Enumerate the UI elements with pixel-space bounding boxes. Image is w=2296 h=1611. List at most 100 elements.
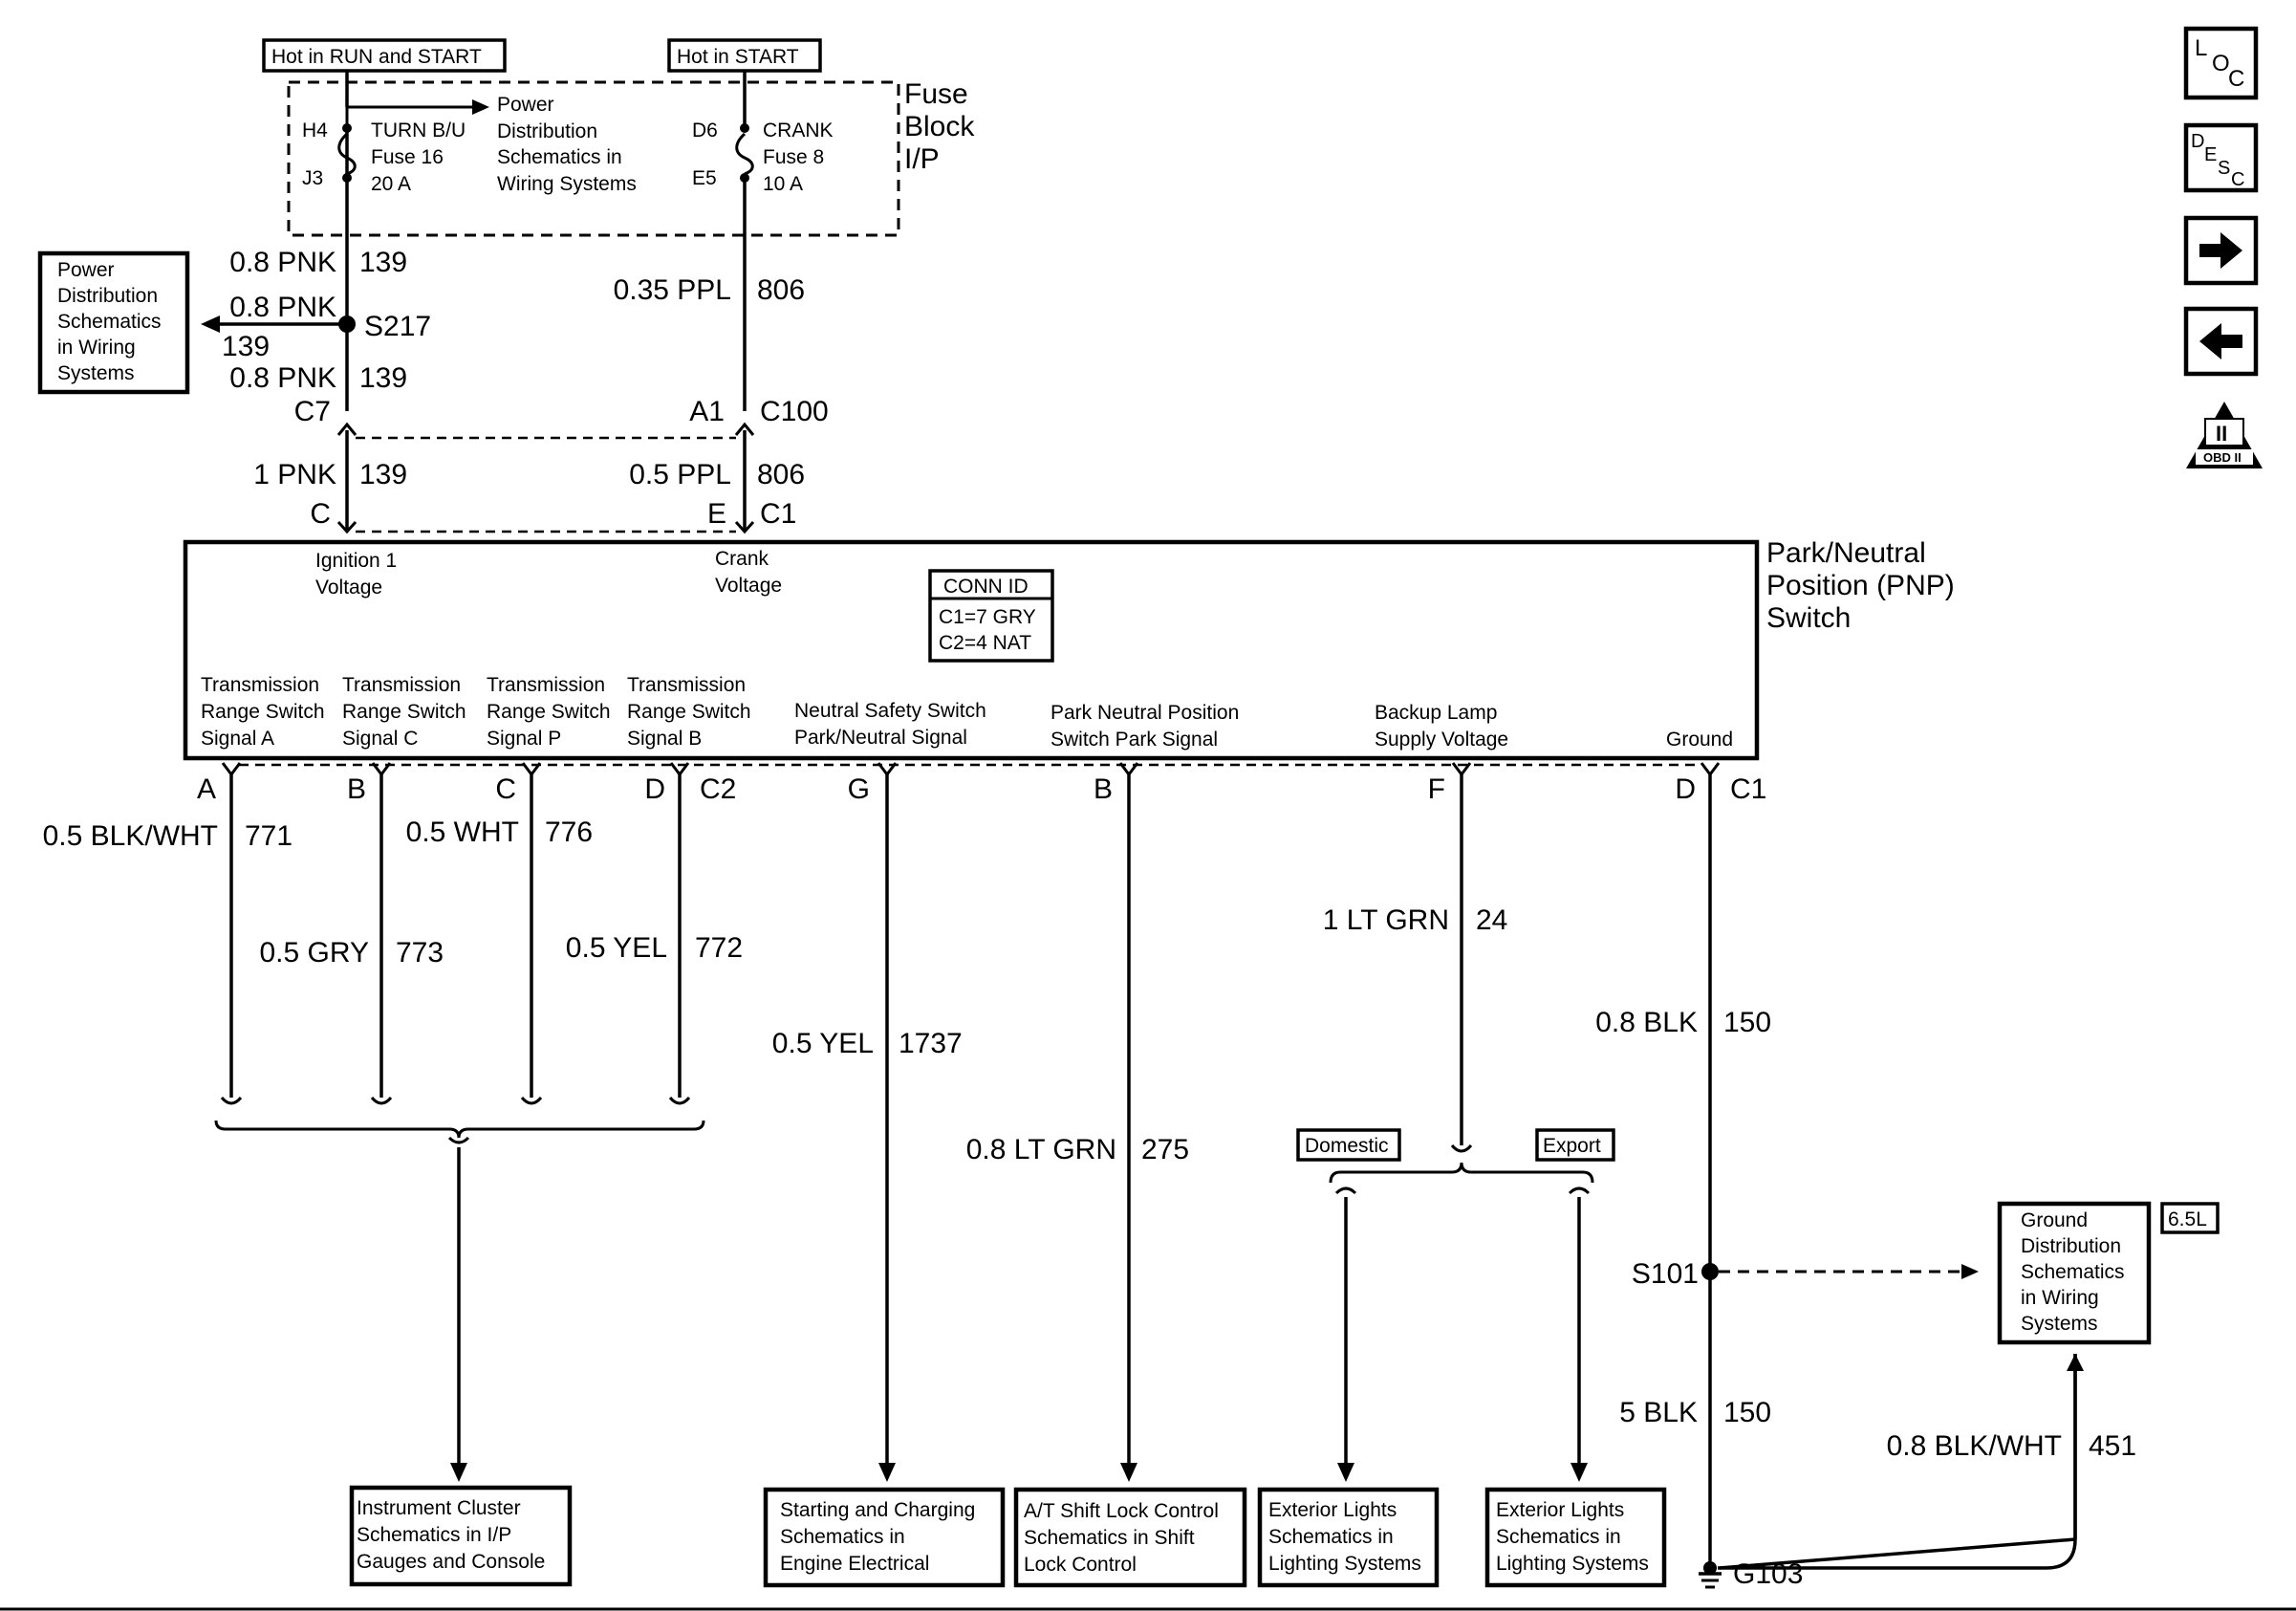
dest-exterior-lights-export[interactable]: Exterior Lights Schematics in Lighting S… [1484,1487,1667,1588]
obd-ii-button[interactable]: II OBD II [2186,402,2263,468]
dest2-line-1: Starting and Charging [780,1499,975,1521]
w776-gauge: 0.5 WHT [406,816,519,848]
pin-b2: B [1094,773,1113,805]
pin-d2: D [1675,773,1696,805]
crank-voltage-2: Voltage [715,575,782,597]
sig-p-2: Range Switch [487,701,611,723]
power-dist-line-3: Schematics [57,311,162,333]
fuse-8: D6 E5 CRANK Fuse 8 10 A [345,71,834,411]
w24-circuit: 24 [1476,904,1507,936]
loc-c: C [2228,66,2244,92]
fuse-block: Fuse Block I/P Hot in RUN and START Hot … [262,38,975,411]
w776-circuit: 776 [545,816,593,848]
connector-c100: C7 A1 C100 [294,396,829,531]
pin-c: C [495,773,516,805]
sig-c-2: Range Switch [342,701,466,723]
pnp-title-1: Park/Neutral [1766,537,1926,569]
conn-id-c1: C1=7 GRY [939,606,1036,628]
loc-o: O [2212,51,2230,76]
wire-top-gauge: 0.8 PNK [229,247,336,278]
connector-c1-top: C E C1 [310,498,796,534]
hot-start-label: Hot in START [677,46,799,68]
hot-run-start-label: Hot in RUN and START [271,46,482,68]
c7-label: C7 [294,396,331,427]
dest2-line-3: Engine Electrical [780,1553,929,1575]
pnp-title-2: Position (PNP) [1766,570,1955,601]
dest3-line-2: Schematics in Shift [1024,1527,1195,1549]
desc-e: E [2204,144,2217,165]
domestic-label: Domestic [1305,1135,1389,1157]
dest3-line-3: Lock Control [1024,1554,1137,1576]
fuse16-ref-3: Schematics in [497,146,622,168]
wire-139-lower-gauge: 1 PNK [253,459,336,490]
wire-806-lower-gauge: 0.5 PPL [629,459,731,490]
wire-150-ground: 0.8 BLK 150 S101 5 BLK 150 G103 [1595,773,1979,1590]
pin-c2: C2 [700,773,736,805]
wire-806-upper-gauge: 0.35 PPL [614,274,731,306]
sig-b-3: Signal B [627,728,702,750]
splice-s217: S217 0.8 PNK 139 0.8 PNK 139 0.8 PNK 139 [201,247,431,394]
wire-left-gauge: 0.8 PNK [229,292,336,323]
wire-group-left: 0.5 BLK/WHT 771 0.5 GRY 773 0.5 WHT 776 … [43,773,743,1482]
arrow-right-icon [2199,232,2242,269]
w773-circuit: 773 [396,937,444,969]
loc-button[interactable]: L O C [2183,26,2259,100]
w451-gauge: 0.8 BLK/WHT [1887,1430,2062,1462]
ground-dist-4: in Wiring [2021,1287,2099,1309]
sig-p-1: Transmission [487,674,605,696]
c1-top-label: C1 [760,498,796,530]
fuse16-label-3: 20 A [371,173,411,195]
power-dist-line-1: Power [57,259,115,281]
sig-pnp-2: Switch Park Signal [1051,729,1218,751]
wire-bottom-gauge: 0.8 PNK [229,362,336,394]
dest5-line-1: Exterior Lights [1496,1499,1624,1521]
sig-ground: Ground [1666,729,1733,751]
fuse16-label-2: Fuse 16 [371,146,444,168]
w451-circuit: 451 [2089,1430,2136,1462]
wire-bottom-circuit: 139 [359,362,407,394]
w275-circuit: 275 [1141,1134,1189,1165]
sig-nss-2: Park/Neutral Signal [794,727,967,749]
dest4-line-2: Schematics in [1268,1526,1394,1548]
pin-g: G [848,773,870,805]
ground-dist-tag: 6.5L [2168,1208,2207,1230]
obd-ii-top: II [2216,422,2227,446]
w1737-circuit: 1737 [899,1028,963,1059]
dest-starting-charging[interactable]: Starting and Charging Schematics in Engi… [763,1487,1006,1588]
w150b-gauge: 5 BLK [1619,1397,1698,1428]
fuse16-ref-1: Power [497,94,554,116]
next-arrow-button[interactable] [2183,215,2259,286]
fuse8-pin-top: D6 [692,120,718,142]
sig-c-1: Transmission [342,674,461,696]
arrow-left-icon [2199,323,2242,359]
dest-shift-lock[interactable]: A/T Shift Lock Control Schematics in Shi… [1013,1487,1247,1588]
dest5-line-3: Lighting Systems [1496,1553,1649,1575]
sig-b-1: Transmission [627,674,746,696]
fuse8-label-1: CRANK [763,120,834,142]
dest4-line-3: Lighting Systems [1268,1553,1421,1575]
w1737-gauge: 0.5 YEL [772,1028,874,1059]
wire-275: 0.8 LT GRN 275 [966,773,1189,1482]
ground-dist-1: Ground [2021,1209,2088,1231]
w773-gauge: 0.5 GRY [259,937,369,969]
pnp-switch: Park/Neutral Position (PNP) Switch Ignit… [183,537,1955,761]
sig-nss-1: Neutral Safety Switch [794,700,986,722]
pin-b: B [347,773,366,805]
dest-exterior-lights-domestic[interactable]: Exterior Lights Schematics in Lighting S… [1257,1487,1440,1588]
pnp-title-3: Switch [1766,602,1851,634]
prev-arrow-button[interactable] [2183,306,2259,377]
wire-139-lower-circuit: 139 [359,459,407,490]
fuse16-label-1: TURN B/U [371,120,466,142]
power-dist-line-4: in Wiring [57,337,136,359]
conn-id-title: CONN ID [943,576,1029,598]
dest3-line-1: A/T Shift Lock Control [1024,1500,1219,1522]
fuse16-pin-top: H4 [302,120,328,142]
s101-label: S101 [1632,1258,1699,1290]
ground-dist-5: Systems [2021,1313,2098,1335]
desc-c: C [2231,169,2244,190]
wire-451: 0.8 BLK/WHT 451 [1718,1354,2136,1570]
desc-button[interactable]: D E S C [2183,122,2259,193]
power-dist-line-5: Systems [57,362,135,384]
dest-instrument-cluster[interactable]: Instrument Cluster Schematics in I/P Gau… [349,1485,573,1587]
